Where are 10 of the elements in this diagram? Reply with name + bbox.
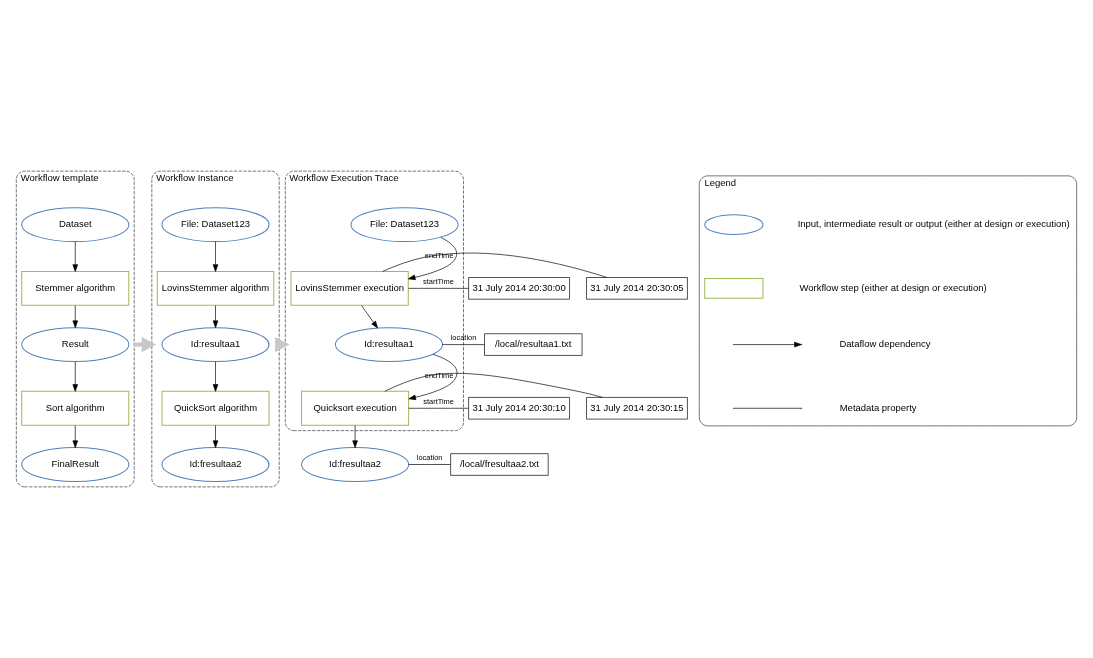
legend-label: Metadata property [839, 401, 917, 413]
edge-label: startTime [423, 277, 454, 287]
legend-label: Dataflow dependency [839, 338, 931, 350]
edge-label: endTime [424, 371, 454, 381]
edge-label: startTime [423, 397, 454, 407]
edge-label: endTime [424, 251, 454, 261]
legend-label: Input, intermediate result or output (either at design or execution) [797, 218, 1070, 230]
edge-label: location [450, 333, 477, 343]
edge-label: location [416, 453, 443, 463]
legend-label: Workflow step (either at design or execution) [799, 281, 987, 293]
